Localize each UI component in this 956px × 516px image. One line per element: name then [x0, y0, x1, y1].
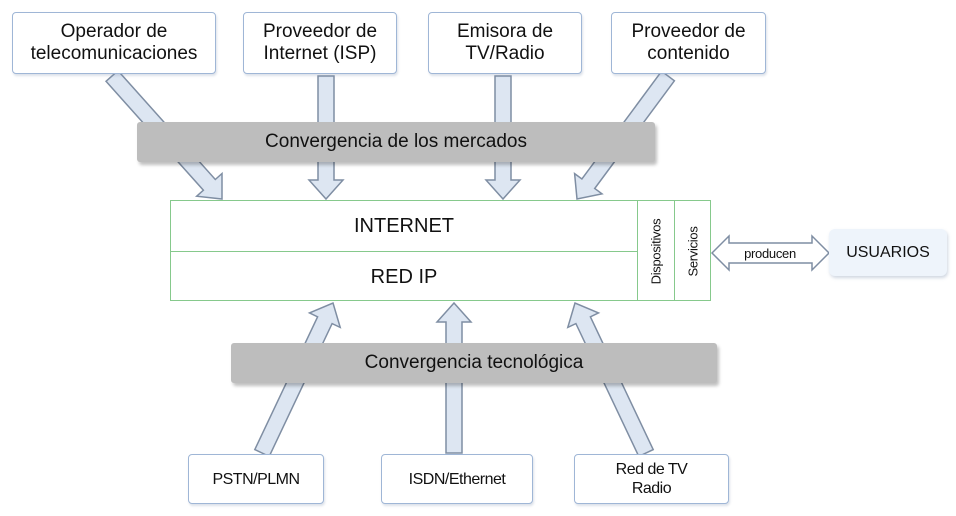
box-operador-telecom: Operador de telecomunicaciones [12, 12, 216, 74]
core-col-divider-2 [674, 201, 675, 300]
core-dispositivos-label: Dispositivos [648, 218, 664, 285]
box-red-tv-radio: Red de TV Radio [574, 454, 729, 504]
box-pstn-plmn: PSTN/PLMN [188, 454, 324, 504]
core-servicios: Servicios [675, 201, 711, 302]
usuarios-box: USUARIOS [829, 229, 947, 276]
core-row-divider [171, 251, 637, 252]
box-isdn-ethernet: ISDN/Ethernet [381, 454, 533, 504]
band-convergencia-tecnologica: Convergencia tecnológica [231, 343, 717, 383]
producen-label: producen [744, 245, 796, 261]
core-col-divider-1 [637, 201, 638, 300]
box-proveedor-internet: Proveedor de Internet (ISP) [243, 12, 397, 74]
core-servicios-label: Servicios [685, 226, 701, 277]
core-block: INTERNET RED IP Dispositivos Servicios [170, 200, 711, 301]
box-proveedor-contenido: Proveedor de contenido [611, 12, 766, 74]
core-red-ip-label: RED IP [370, 265, 438, 288]
core-dispositivos: Dispositivos [638, 201, 674, 302]
core-internet-label: INTERNET [354, 214, 454, 237]
box-emisora-tv-radio: Emisora de TV/Radio [428, 12, 582, 74]
band-convergencia-mercados: Convergencia de los mercados [137, 122, 655, 162]
